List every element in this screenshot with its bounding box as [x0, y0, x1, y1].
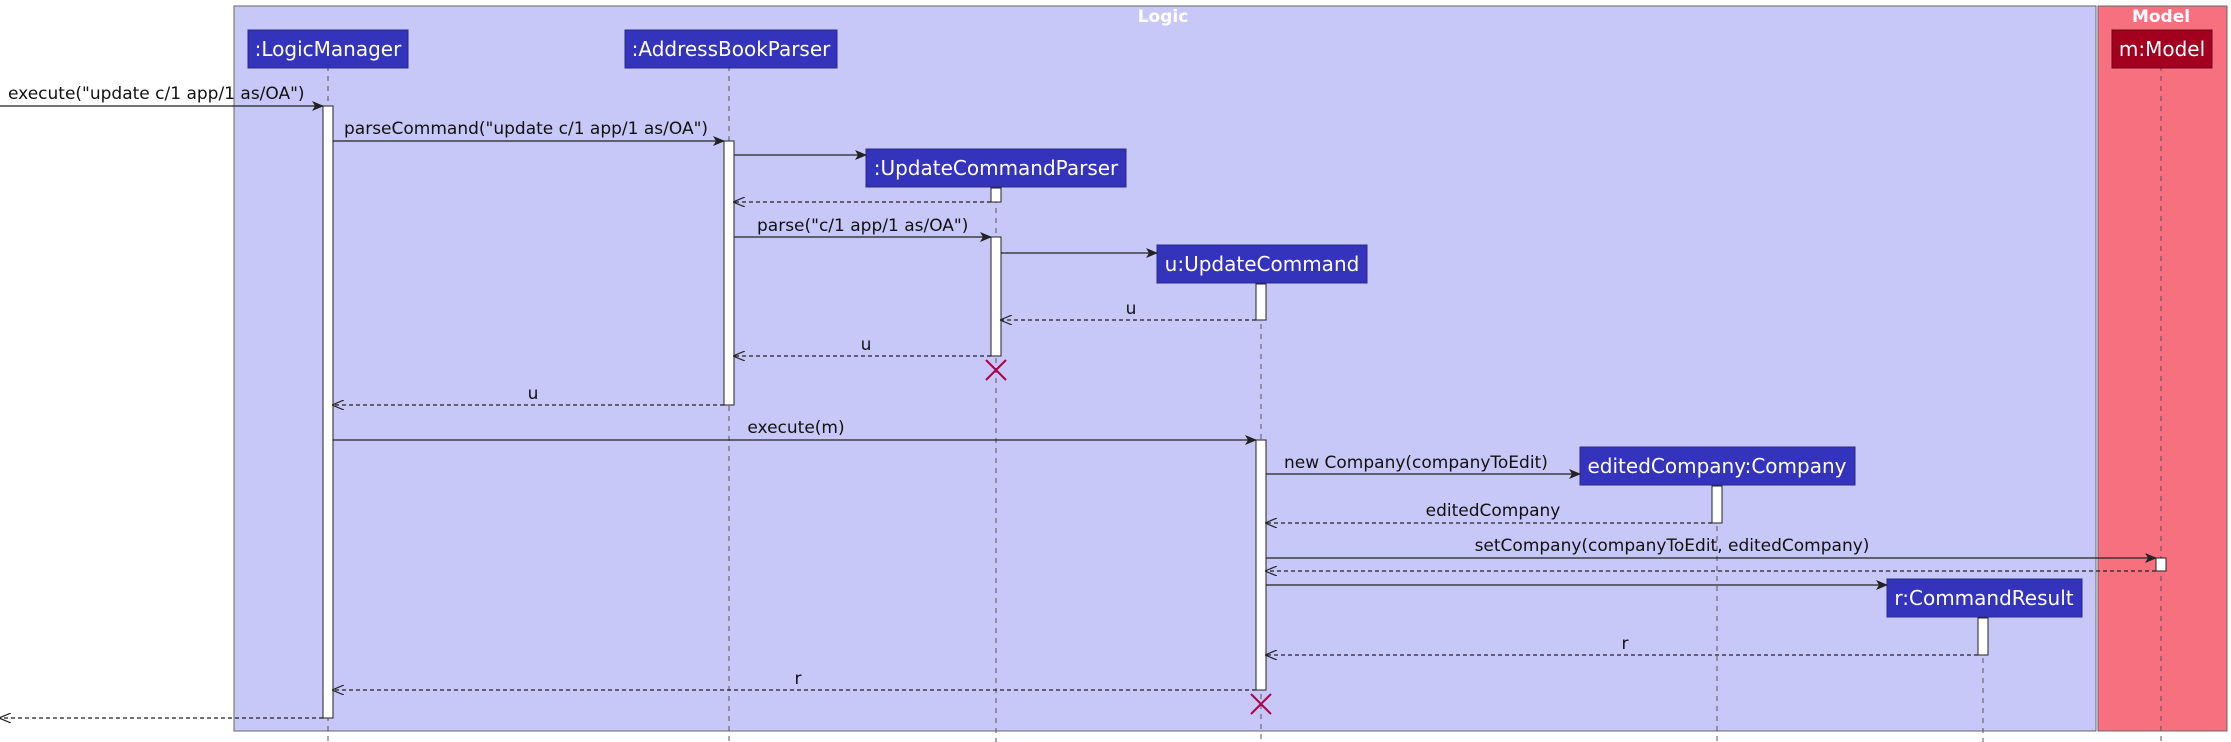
activation-address-book-parser	[723, 140, 735, 406]
label-return-u-2: u	[861, 335, 872, 355]
label-return-edited-company: editedCompany	[1426, 501, 1561, 521]
label-new-company: new Company(companyToEdit)	[1284, 453, 1548, 473]
destroy-update-command	[1250, 693, 1272, 715]
svg-text:u:UpdateCommand: u:UpdateCommand	[1165, 252, 1360, 276]
label-return-u-3: u	[528, 384, 539, 404]
participant-command-result: r:CommandResult	[1886, 578, 2083, 618]
label-return-r-2: r	[795, 669, 802, 689]
svg-text:editedCompany:Company: editedCompany:Company	[1588, 454, 1847, 478]
activation-update-command-execute	[1255, 439, 1267, 691]
participant-model: m:Model	[2111, 29, 2213, 69]
label-execute-input: execute("update c/1 app/1 as/OA")	[8, 84, 305, 104]
label-return-u-1: u	[1126, 299, 1137, 319]
participant-edited-company: editedCompany:Company	[1579, 446, 1856, 486]
svg-text::UpdateCommandParser: :UpdateCommandParser	[874, 156, 1119, 180]
participant-update-command: u:UpdateCommand	[1156, 244, 1368, 284]
model-frame-title: Model	[2132, 7, 2190, 27]
activation-update-command-construct	[1255, 283, 1267, 321]
destroy-update-command-parser	[985, 359, 1007, 381]
logic-frame-title: Logic	[1138, 7, 1189, 27]
svg-text:r:CommandResult: r:CommandResult	[1894, 586, 2073, 610]
activation-logic-manager	[322, 105, 334, 719]
label-execute-m: execute(m)	[747, 418, 844, 438]
activation-update-command-parser-parse	[990, 236, 1002, 357]
svg-text:m:Model: m:Model	[2119, 37, 2205, 61]
activation-update-command-parser-construct	[990, 187, 1002, 203]
participant-address-book-parser: :AddressBookParser	[624, 29, 838, 69]
svg-text::AddressBookParser: :AddressBookParser	[632, 37, 832, 61]
label-parse-command: parseCommand("update c/1 app/1 as/OA")	[344, 119, 708, 139]
participant-logic-manager: :LogicManager	[247, 29, 409, 69]
activation-model	[2155, 557, 2167, 572]
label-set-company: setCompany(companyToEdit, editedCompany)	[1475, 536, 1870, 556]
participant-update-command-parser: :UpdateCommandParser	[865, 148, 1127, 188]
model-frame: Model	[2097, 5, 2228, 732]
svg-text::LogicManager: :LogicManager	[255, 37, 402, 61]
label-parse: parse("c/1 app/1 as/OA")	[757, 216, 968, 236]
label-return-r-1: r	[1622, 634, 1629, 654]
activation-edited-company	[1711, 485, 1723, 524]
logic-frame: Logic	[233, 5, 2097, 732]
activation-command-result	[1977, 617, 1989, 656]
